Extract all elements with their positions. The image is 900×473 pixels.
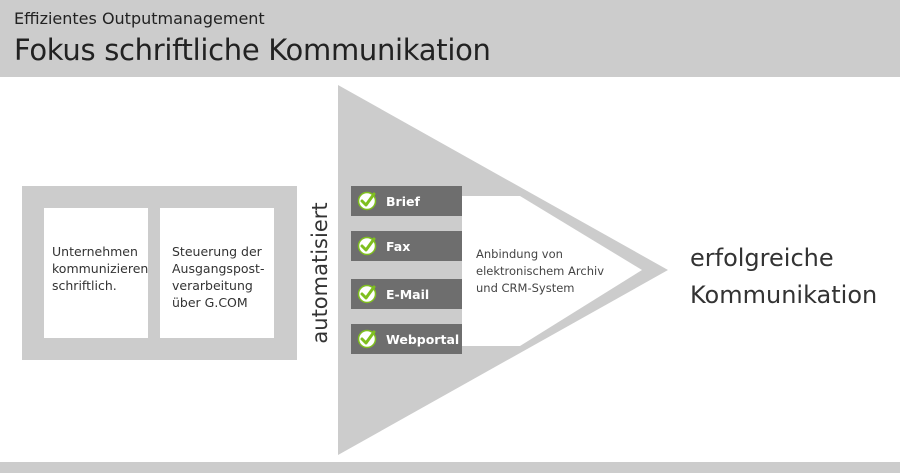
check-circle-icon [357,236,377,256]
archive-text: Anbindung von elektronischem Archiv und … [476,247,604,295]
channel-label: E-Mail [386,287,430,302]
result-line-1: erfolgreiche [690,244,834,272]
check-circle-icon [357,191,377,211]
channel-brief: Brief [351,186,462,216]
channel-label: Webportal [386,332,460,347]
result-text: erfolgreiche Kommunikation [690,240,877,314]
header-subtitle: Effizientes Outputmanagement [14,9,265,28]
input-box-company-text: Unternehmen kommunizieren schriftlich. [52,244,149,293]
funnel-inner-window [462,196,642,346]
input-box-company: Unternehmen kommunizieren schriftlich. [44,208,148,338]
channel-fax: Fax [351,231,462,261]
result-line-2: Kommunikation [690,281,878,309]
check-circle-icon [357,284,377,304]
footer-band [0,462,900,473]
channel-label: Brief [386,194,420,209]
input-box-control-text: Steuerung der Ausgangspost-verarbeitung … [172,244,265,310]
page-title: Fokus schriftliche Kommunikation [14,33,491,67]
check-circle-icon [357,329,377,349]
input-frame: Unternehmen kommunizieren schriftlich. S… [22,186,297,360]
header-band: Effizientes Outputmanagement Fokus schri… [0,0,900,77]
channel-label: Fax [386,239,411,254]
channel-email: E-Mail [351,279,462,309]
input-box-control: Steuerung der Ausgangspost-verarbeitung … [160,208,274,338]
channel-webportal: Webportal [351,324,462,354]
